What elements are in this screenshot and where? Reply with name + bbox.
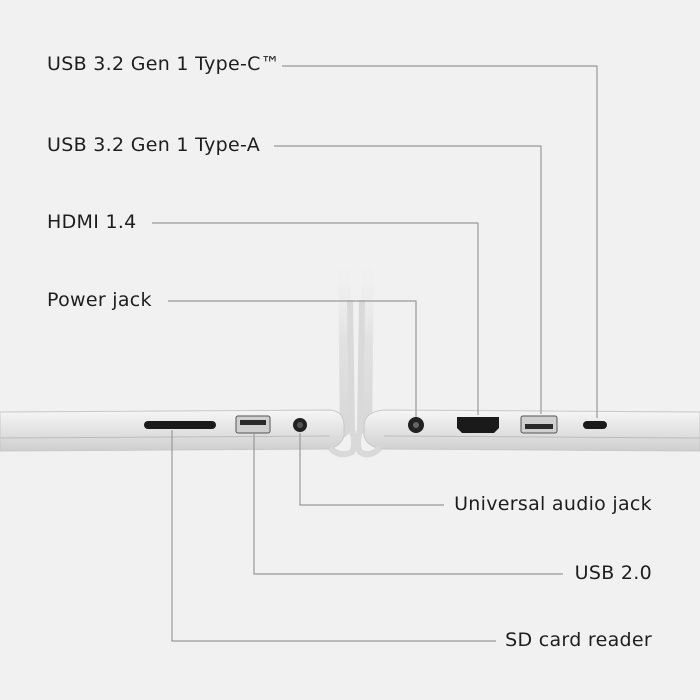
right-hinge [355,299,383,458]
left-hinge [327,299,357,458]
leader-power-jack [168,300,417,417]
label-sd-card: SD card reader [505,629,652,651]
leader-usb-c [282,65,598,418]
leader-audio-jack [299,433,444,506]
right-laptop-side [355,255,700,458]
leader-sd-card [171,430,496,642]
hdmi-port [457,417,499,433]
leader-usb-a [274,145,542,414]
leader-lines [152,65,598,642]
label-hdmi: HDMI 1.4 [47,211,137,233]
usb-c-port [583,421,607,429]
left-base-seam [0,435,331,439]
label-usb-c: USB 3.2 Gen 1 Type-C™ [47,53,280,75]
leader-hdmi [152,222,479,415]
power-jack-center [413,422,419,428]
label-usb2: USB 2.0 [574,562,652,584]
audio-jack-center [297,422,303,428]
left-laptop-side [0,255,357,458]
leader-usb2 [253,434,563,575]
label-usb-a: USB 3.2 Gen 1 Type-A [47,134,260,156]
right-base-seam [383,435,700,439]
label-audio-jack: Universal audio jack [454,493,652,515]
sd-card-slot [144,421,216,429]
label-power-jack: Power jack [47,289,152,311]
usb-a-port-tongue [525,424,553,429]
usb2-port-tongue [240,420,266,425]
